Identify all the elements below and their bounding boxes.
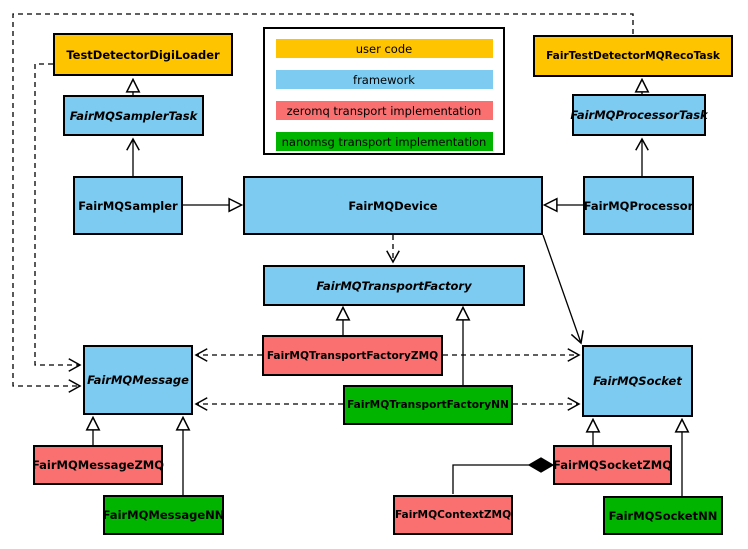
node-test-detector-digi-loader: TestDetectorDigiLoader bbox=[53, 33, 233, 76]
node-fairmq-transport-factory-zmq: FairMQTransportFactoryZMQ bbox=[262, 335, 443, 376]
legend-item-user-code: user code bbox=[275, 39, 493, 58]
node-fair-test-detector-mq-reco-task: FairTestDetectorMQRecoTask bbox=[533, 35, 733, 77]
legend-item-zeromq: zeromq transport implementation bbox=[275, 101, 493, 120]
node-fairmq-message-nn: FairMQMessageNN bbox=[103, 495, 224, 535]
node-fairmq-transport-factory: FairMQTransportFactory bbox=[263, 265, 525, 306]
node-fairmq-socket: FairMQSocket bbox=[582, 345, 693, 417]
node-fairmq-message: FairMQMessage bbox=[83, 345, 193, 415]
node-fairmq-transport-factory-nn: FairMQTransportFactoryNN bbox=[343, 385, 513, 425]
node-fairmq-processor-task: FairMQProcessorTask bbox=[570, 94, 708, 136]
node-fairmq-socket-nn: FairMQSocketNN bbox=[603, 496, 723, 535]
node-fairmq-device: FairMQDevice bbox=[243, 176, 543, 235]
legend: user code framework zeromq transport imp… bbox=[263, 27, 505, 155]
node-fairmq-message-zmq: FairMQMessageZMQ bbox=[32, 445, 164, 485]
node-fairmq-sampler-task: FairMQSamplerTask bbox=[63, 95, 204, 136]
node-fairmq-sampler: FairMQSampler bbox=[73, 176, 183, 235]
node-fairmq-context-zmq: FairMQContextZMQ bbox=[393, 495, 513, 535]
node-fairmq-processor: FairMQProcessor bbox=[583, 176, 694, 235]
legend-item-nanomsg: nanomsg transport implementation bbox=[275, 132, 493, 151]
node-fairmq-socket-zmq: FairMQSocketZMQ bbox=[553, 445, 672, 485]
legend-item-framework: framework bbox=[275, 70, 493, 89]
